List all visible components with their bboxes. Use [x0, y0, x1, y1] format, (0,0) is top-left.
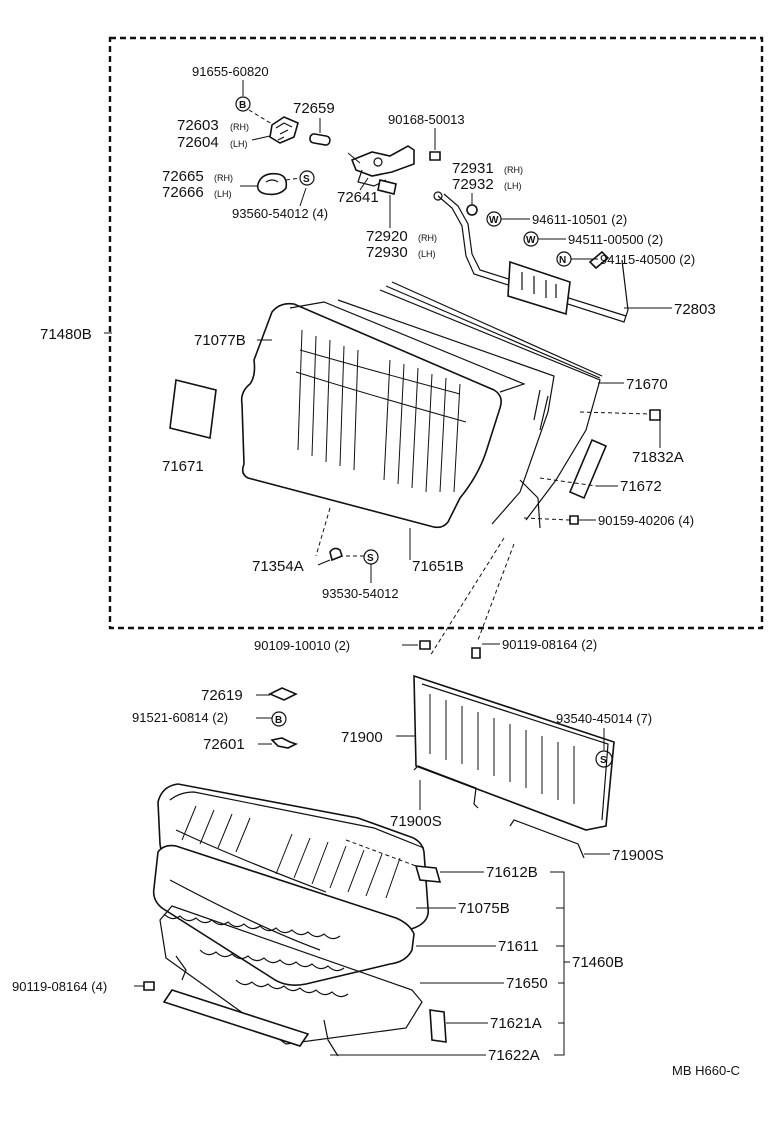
diagram-code: MB H660-C: [672, 1063, 740, 1078]
label-93530-54012[interactable]: 93530-54012: [322, 586, 399, 601]
pad-71621A-icon: [429, 1009, 447, 1043]
label-72932[interactable]: 72932: [452, 176, 494, 193]
svg-text:W: W: [489, 215, 499, 226]
label-71621A[interactable]: 71621A: [490, 1015, 542, 1032]
label-71622A[interactable]: 71622A: [488, 1047, 540, 1064]
label-71672[interactable]: 71672: [620, 478, 662, 495]
screw-symbol-s2: S: [363, 549, 379, 565]
group-bracket-71460B: [550, 871, 565, 1056]
lock-rod-assy-72803: [433, 191, 629, 323]
washer-symbol-w2: W: [523, 231, 539, 247]
bolt-90109-icon: [419, 640, 431, 650]
label-72641[interactable]: 72641: [337, 189, 379, 206]
nut-symbol-n: N: [556, 251, 572, 267]
label-94611-10501[interactable]: 94611-10501 (2): [532, 212, 627, 227]
svg-text:(LH): (LH): [504, 181, 522, 191]
label-71075B[interactable]: 71075B: [458, 900, 510, 917]
svg-text:(RH): (RH): [418, 233, 437, 243]
svg-text:B: B: [275, 715, 282, 726]
clip-71354A-icon: [329, 547, 343, 562]
label-71612B[interactable]: 71612B: [486, 864, 538, 881]
label-90119-08164-a[interactable]: 90119-08164 (2): [502, 637, 597, 652]
label-71900S-b[interactable]: 71900S: [612, 847, 664, 864]
svg-text:N: N: [559, 255, 566, 266]
svg-text:S: S: [600, 755, 607, 766]
seat-back-cover-71077B: [240, 301, 526, 529]
label-72659[interactable]: 72659: [293, 100, 335, 117]
bar-71622A-icon: [162, 989, 310, 1047]
bolt-71832A-icon: [649, 409, 661, 421]
label-91521-60814[interactable]: 91521-60814 (2): [132, 710, 228, 725]
svg-text:(LH): (LH): [214, 189, 232, 199]
bolt-90119-icon: [471, 647, 481, 659]
svg-text:S: S: [367, 553, 374, 564]
screw-symbol-s3: S: [595, 750, 613, 768]
label-93540-45014[interactable]: 93540-45014 (7): [556, 711, 652, 726]
label-71480B[interactable]: 71480B: [40, 326, 92, 343]
pad-71612B-icon: [414, 865, 442, 883]
label-71651B[interactable]: 71651B: [412, 558, 464, 575]
pad-71671-icon: [169, 379, 217, 439]
hook-72601-icon: [270, 737, 299, 749]
latch-cover-icon: [269, 116, 299, 144]
svg-text:B: B: [239, 100, 246, 111]
cushion-frame-71650: [159, 905, 423, 1057]
label-72619[interactable]: 72619: [201, 687, 243, 704]
svg-text:W: W: [526, 235, 536, 246]
bracket-71900S-b-icon: [509, 819, 585, 859]
label-93560-54012[interactable]: 93560-54012 (4): [232, 206, 328, 221]
svg-text:(LH): (LH): [418, 249, 436, 259]
label-72666[interactable]: 72666: [162, 184, 204, 201]
label-90109-10010[interactable]: 90109-10010 (2): [254, 638, 350, 653]
label-90159-40206[interactable]: 90159-40206 (4): [598, 513, 694, 528]
label-72920[interactable]: 72920: [366, 228, 408, 245]
label-72930[interactable]: 72930: [366, 244, 408, 261]
striker-plate-icon: [377, 179, 397, 195]
label-71354A[interactable]: 71354A: [252, 558, 304, 575]
clip-72659-icon: [309, 133, 331, 146]
label-71650[interactable]: 71650: [506, 975, 548, 992]
label-94115-40500[interactable]: 94115-40500 (2): [600, 252, 695, 267]
label-72601[interactable]: 72601: [203, 736, 245, 753]
label-71670[interactable]: 71670: [626, 376, 668, 393]
bolt-90119b-icon: [143, 981, 155, 991]
svg-text:(RH): (RH): [504, 165, 523, 175]
seat-cushion-pad-71611: [152, 844, 415, 986]
label-72665[interactable]: 72665: [162, 168, 204, 185]
pad-71672-icon: [568, 438, 608, 500]
svg-text:S: S: [303, 174, 310, 185]
bolt-90159-icon: [569, 515, 579, 525]
label-72931[interactable]: 72931: [452, 160, 494, 177]
label-72603[interactable]: 72603: [177, 117, 219, 134]
label-90119-08164-b[interactable]: 90119-08164 (4): [12, 979, 107, 994]
seat-back-frame-71670: [337, 281, 603, 529]
label-71077B[interactable]: 71077B: [194, 332, 246, 349]
bolt-symbol-b2: B: [271, 711, 287, 727]
label-71671[interactable]: 71671: [162, 458, 204, 475]
svg-text:(RH): (RH): [230, 122, 249, 132]
svg-text:(LH): (LH): [230, 139, 248, 149]
bolt-symbol-b: B: [235, 96, 251, 112]
svg-text:(RH): (RH): [214, 173, 233, 183]
label-71611[interactable]: 71611: [498, 938, 539, 955]
screw-symbol-s: S: [299, 170, 315, 186]
nut-icon: [466, 204, 478, 216]
label-91655-60820[interactable]: 91655-60820: [192, 64, 269, 79]
bolt-icon: [429, 151, 441, 161]
label-72604[interactable]: 72604: [177, 134, 219, 151]
bracket-71900S-a-icon: [413, 765, 479, 809]
cover-72619-icon: [268, 687, 298, 701]
label-71900S-a[interactable]: 71900S: [390, 813, 442, 830]
label-71900[interactable]: 71900: [341, 729, 383, 746]
label-71460B[interactable]: 71460B: [572, 954, 624, 971]
label-90168-50013[interactable]: 90168-50013: [388, 112, 465, 127]
back-panel-71900: [413, 674, 615, 831]
label-72803[interactable]: 72803: [674, 301, 716, 318]
knob-cover-icon: [256, 172, 288, 196]
washer-symbol-w1: W: [486, 211, 502, 227]
seat-back-assy-boundary: [108, 36, 764, 630]
label-94511-00500[interactable]: 94511-00500 (2): [568, 232, 663, 247]
label-71832A[interactable]: 71832A: [632, 449, 684, 466]
